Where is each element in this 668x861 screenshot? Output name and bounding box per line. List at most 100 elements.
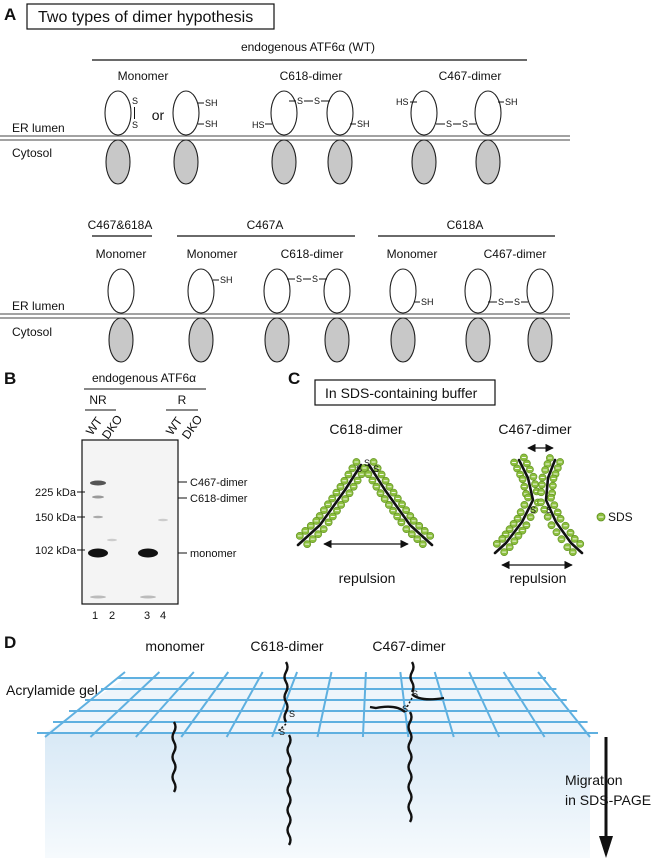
gel-grid-line	[271, 671, 299, 738]
s-label: S	[373, 464, 379, 474]
sh-label: SH	[205, 119, 218, 129]
c467-strand-upper	[409, 661, 415, 693]
s-label: S	[446, 119, 452, 129]
band-faint-lane1	[92, 495, 104, 499]
protein-strand	[493, 458, 535, 555]
condition-nr: NR	[89, 393, 107, 407]
hs-label: HS	[252, 120, 265, 130]
band-label-c618-dimer: C618-dimer	[190, 493, 248, 505]
top-molecules	[104, 90, 502, 185]
d-label-c618-dimer: C618-dimer	[250, 638, 323, 654]
bottom-group-monomer: Monomer	[96, 247, 147, 261]
lane-number: 3	[144, 610, 150, 622]
lumenal-domain	[270, 90, 298, 136]
mutant-header-c618a: C618A	[447, 218, 484, 232]
cytosolic-domain	[527, 317, 553, 363]
lumenal-domain	[526, 268, 554, 314]
s-label: S	[462, 119, 468, 129]
gel-label: Acrylamide gel	[6, 682, 98, 698]
gel-grid-line	[537, 671, 591, 738]
gel-grid-line	[180, 671, 230, 738]
cytosolic-domain	[411, 139, 437, 185]
d-label-monomer: monomer	[145, 638, 204, 654]
panel-b: B endogenous ATF6α NR R WT DKO WT DKO 22…	[4, 369, 248, 622]
top-group-c618-dimer: C618-dimer	[280, 69, 343, 83]
lumenal-domain	[172, 90, 200, 136]
s-label: S	[412, 689, 418, 699]
cytosolic-domain	[390, 317, 416, 363]
top-group-c467-dimer: C467-dimer	[439, 69, 502, 83]
blot-marks	[88, 480, 168, 599]
sh-label: SH	[205, 98, 218, 108]
s-label: S	[312, 274, 318, 284]
hs-label: HS	[396, 97, 409, 107]
c618-dimer-title: C618-dimer	[329, 421, 402, 437]
protein-strand	[544, 458, 584, 555]
gel-top-surface	[45, 678, 590, 733]
migration-arrow-head	[599, 836, 613, 858]
top-group-monomer: Monomer	[118, 69, 169, 83]
band-c467-dimer-lane1	[90, 480, 106, 486]
gel-grid-line	[135, 671, 195, 738]
s-label: S	[356, 464, 362, 474]
mutant-header-c467-618a: C467&618A	[88, 218, 153, 232]
lumenal-domain	[410, 90, 438, 136]
c618-strand-upper	[283, 661, 289, 723]
s-label: S	[402, 704, 408, 714]
cytosolic-domain	[105, 139, 131, 185]
marker-150: 150 kDa	[35, 512, 77, 524]
s-label: S	[514, 297, 520, 307]
panel-a-title-box	[26, 3, 275, 30]
c467-strand-lower	[407, 711, 413, 823]
gel-grid-line	[89, 671, 161, 738]
lumenal-domain	[326, 90, 354, 136]
panel-c-title: In SDS-containing buffer	[325, 385, 478, 401]
band-faint-bottom	[140, 595, 156, 599]
sds-diagram	[295, 453, 585, 556]
sh-label: SH	[421, 297, 434, 307]
protein-strands	[171, 661, 445, 846]
panel-d: D monomer C618-dimer C467-dimer Acrylami…	[4, 633, 651, 858]
gel-grid-line	[433, 671, 455, 738]
s-label: S	[314, 96, 320, 106]
cytosolic-domain	[465, 317, 491, 363]
repulsion-label: repulsion	[510, 570, 567, 586]
protein-strand	[296, 463, 363, 547]
bottom-group-c618-dimer: C618-dimer	[281, 247, 344, 261]
c467-dimer-title: C467-dimer	[498, 421, 571, 437]
lane-number: 1	[92, 610, 98, 622]
cytosolic-domain	[271, 139, 297, 185]
lumenal-domain	[474, 90, 502, 136]
lane-number: 2	[109, 610, 115, 622]
s-label: S	[296, 274, 302, 284]
migration-label: Migration	[565, 772, 623, 788]
bottom-molecules	[107, 268, 554, 363]
lumenal-domain	[107, 268, 135, 314]
blot-image	[81, 439, 179, 605]
repulsion-label: repulsion	[339, 570, 396, 586]
band-monomer-lane3	[138, 548, 158, 558]
sh-label: SH	[220, 275, 233, 285]
s-label: S	[297, 96, 303, 106]
s-label: S	[546, 505, 552, 515]
cytosol-label: Cytosol	[12, 146, 52, 160]
gel-grid-line	[502, 671, 546, 738]
er-lumen-label: ER lumen	[12, 121, 65, 135]
marker-225: 225 kDa	[35, 487, 77, 499]
sds-legend-label: SDS	[608, 510, 633, 524]
sh-label: SH	[505, 97, 518, 107]
bottom-group-monomer: Monomer	[187, 247, 238, 261]
band-faint-lane1	[93, 515, 103, 519]
band-monomer-lane1	[88, 548, 108, 558]
monomer-strand	[171, 721, 177, 793]
c467-strand-arm	[369, 705, 406, 713]
panel-a-title: Two types of dimer hypothesis	[38, 9, 253, 26]
panel-a: A Two types of dimer hypothesis endogeno…	[0, 3, 570, 363]
cytosolic-domain	[108, 317, 134, 363]
s-label: S	[498, 297, 504, 307]
or-text: or	[152, 107, 165, 123]
panel-b-letter: B	[4, 369, 16, 388]
gel-grid-line	[316, 671, 333, 738]
s-label: S	[289, 709, 295, 719]
mutant-header-c467a: C467A	[247, 218, 284, 232]
